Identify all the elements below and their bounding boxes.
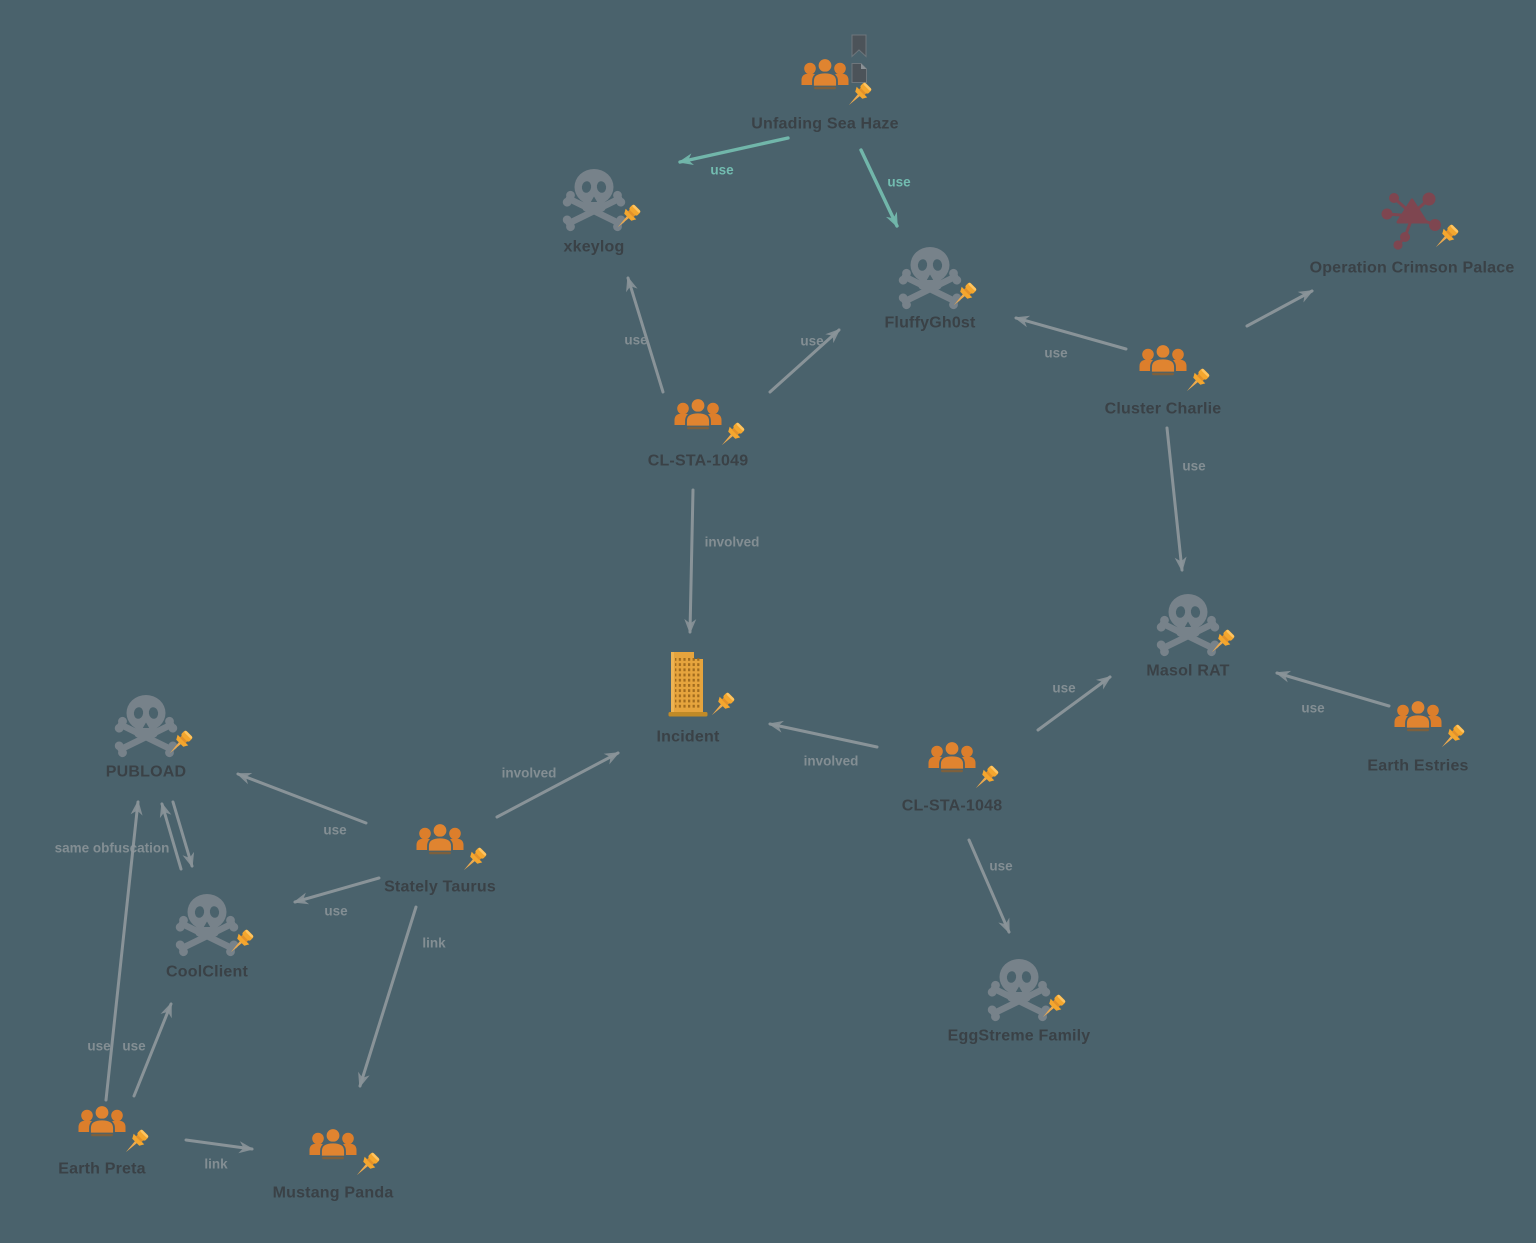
relationship-label[interactable]: link: [422, 936, 446, 951]
edge-cl-sta-1049--fluffygh0st[interactable]: [768, 328, 841, 394]
relationship-label[interactable]: use: [887, 175, 911, 190]
node-label[interactable]: Masol RAT: [1146, 663, 1229, 680]
node-incident[interactable]: Incident: [657, 652, 737, 746]
edge-unfading-sea-haze--xkeylog[interactable]: [678, 136, 790, 166]
threat-group-icon: [308, 1127, 358, 1161]
building-icon: [668, 652, 708, 717]
relationship-label[interactable]: involved: [502, 766, 557, 781]
threat-group-icon: [800, 57, 850, 91]
node-label[interactable]: Earth Estries: [1367, 758, 1468, 775]
edge-cl-sta-1049--xkeylog[interactable]: [626, 276, 665, 394]
node-earth-preta[interactable]: Earth Preta: [58, 1104, 151, 1178]
relationship-label[interactable]: use: [323, 823, 347, 838]
node-operation-crimson-palace[interactable]: Operation Crimson Palace: [1310, 191, 1515, 277]
node-label[interactable]: Mustang Panda: [273, 1185, 394, 1202]
relationship-label[interactable]: use: [87, 1039, 111, 1054]
relationship-label[interactable]: use: [624, 333, 648, 348]
node-label[interactable]: Operation Crimson Palace: [1310, 260, 1515, 277]
node-label[interactable]: CL-STA-1049: [648, 453, 749, 470]
node-cl-sta-1049[interactable]: CL-STA-1049: [648, 397, 749, 470]
relationship-label[interactable]: involved: [804, 754, 859, 769]
node-label[interactable]: PUBLOAD: [106, 764, 187, 781]
node-eggstreme-family[interactable]: EggStreme Family: [948, 959, 1091, 1045]
node-label[interactable]: Earth Preta: [58, 1161, 146, 1178]
edge-cluster-charlie--fluffygh0st[interactable]: [1014, 315, 1128, 351]
relationship-label[interactable]: involved: [705, 535, 760, 550]
node-label[interactable]: xkeylog: [564, 239, 625, 256]
edge-unfading-sea-haze--fluffygh0st[interactable]: [859, 148, 899, 228]
skull-icon: [986, 959, 1051, 1023]
skull-icon: [561, 169, 626, 233]
edge-stately-taurus--mustang-panda[interactable]: [358, 905, 418, 1088]
skull-icon: [1155, 594, 1220, 658]
threat-group-icon: [415, 822, 465, 856]
relationship-label[interactable]: use: [800, 334, 824, 349]
node-cluster-charlie[interactable]: Cluster Charlie: [1105, 343, 1222, 418]
edge-earth-preta--pubload[interactable]: [104, 800, 143, 1102]
threat-group-icon: [77, 1104, 127, 1138]
edge-cluster-charlie--masol-rat[interactable]: [1165, 426, 1187, 572]
bookmark-icon: [851, 34, 867, 57]
skull-icon: [897, 247, 962, 311]
edge-cluster-charlie--operation-crimson-palace[interactable]: [1245, 289, 1314, 328]
relationship-label[interactable]: use: [1182, 459, 1206, 474]
node-fluffygh0st[interactable]: FluffyGh0st: [884, 247, 979, 332]
node-label[interactable]: CL-STA-1048: [902, 798, 1003, 815]
relationship-label[interactable]: use: [324, 904, 348, 919]
edge-earth-preta--coolclient[interactable]: [132, 1002, 173, 1098]
edge-cl-sta-1048--eggstreme-family[interactable]: [967, 838, 1011, 934]
node-label[interactable]: Unfading Sea Haze: [751, 116, 898, 133]
pushpin-icon: [706, 690, 737, 721]
threat-group-icon: [927, 740, 977, 774]
node-cl-sta-1048[interactable]: CL-STA-1048: [902, 740, 1003, 815]
edge-cl-sta-1049--incident[interactable]: [684, 488, 697, 634]
relationship-label[interactable]: use: [122, 1039, 146, 1054]
node-pubload[interactable]: PUBLOAD: [106, 695, 195, 781]
skull-icon: [174, 894, 239, 958]
edge-earth-preta--mustang-panda[interactable]: [184, 1138, 254, 1154]
edge-stately-taurus--incident[interactable]: [495, 751, 620, 819]
node-mustang-panda[interactable]: Mustang Panda: [273, 1127, 394, 1202]
node-xkeylog[interactable]: xkeylog: [561, 169, 643, 256]
threat-group-icon: [1393, 699, 1443, 733]
node-coolclient[interactable]: CoolClient: [166, 894, 256, 981]
edge-stately-taurus--coolclient[interactable]: [293, 876, 381, 905]
node-unfading-sea-haze[interactable]: Unfading Sea Haze: [751, 34, 899, 133]
node-label[interactable]: EggStreme Family: [948, 1028, 1091, 1045]
edge-earth-estries--masol-rat[interactable]: [1275, 670, 1391, 708]
relationship-label[interactable]: use: [710, 163, 734, 178]
node-stately-taurus[interactable]: Stately Taurus: [384, 822, 496, 896]
file-icon: [851, 63, 867, 83]
node-earth-estries[interactable]: Earth Estries: [1367, 699, 1468, 775]
edge-cl-sta-1048--incident[interactable]: [768, 720, 879, 749]
relationship-label[interactable]: use: [989, 859, 1013, 874]
campaign-icon: [1380, 191, 1443, 252]
threat-group-icon: [1138, 343, 1188, 377]
edge-coolclient--pubload[interactable]: [159, 802, 183, 871]
node-label[interactable]: CoolClient: [166, 964, 248, 981]
threat-group-icon: [673, 397, 723, 431]
relationship-label[interactable]: use: [1301, 701, 1325, 716]
edge-cl-sta-1048--masol-rat[interactable]: [1036, 675, 1112, 732]
relationship-label[interactable]: use: [1044, 346, 1068, 361]
node-label[interactable]: Incident: [657, 729, 720, 746]
node-label[interactable]: Stately Taurus: [384, 879, 496, 896]
edge-pubload--coolclient[interactable]: [171, 800, 195, 868]
skull-icon: [113, 695, 178, 759]
relationship-label[interactable]: link: [204, 1157, 228, 1172]
node-masol-rat[interactable]: Masol RAT: [1146, 594, 1237, 680]
edge-stately-taurus--pubload[interactable]: [236, 772, 368, 825]
relationship-label[interactable]: same obfuscation: [55, 841, 170, 856]
node-label[interactable]: FluffyGh0st: [884, 315, 976, 332]
relationship-label[interactable]: use: [1052, 681, 1076, 696]
node-label[interactable]: Cluster Charlie: [1105, 401, 1222, 418]
